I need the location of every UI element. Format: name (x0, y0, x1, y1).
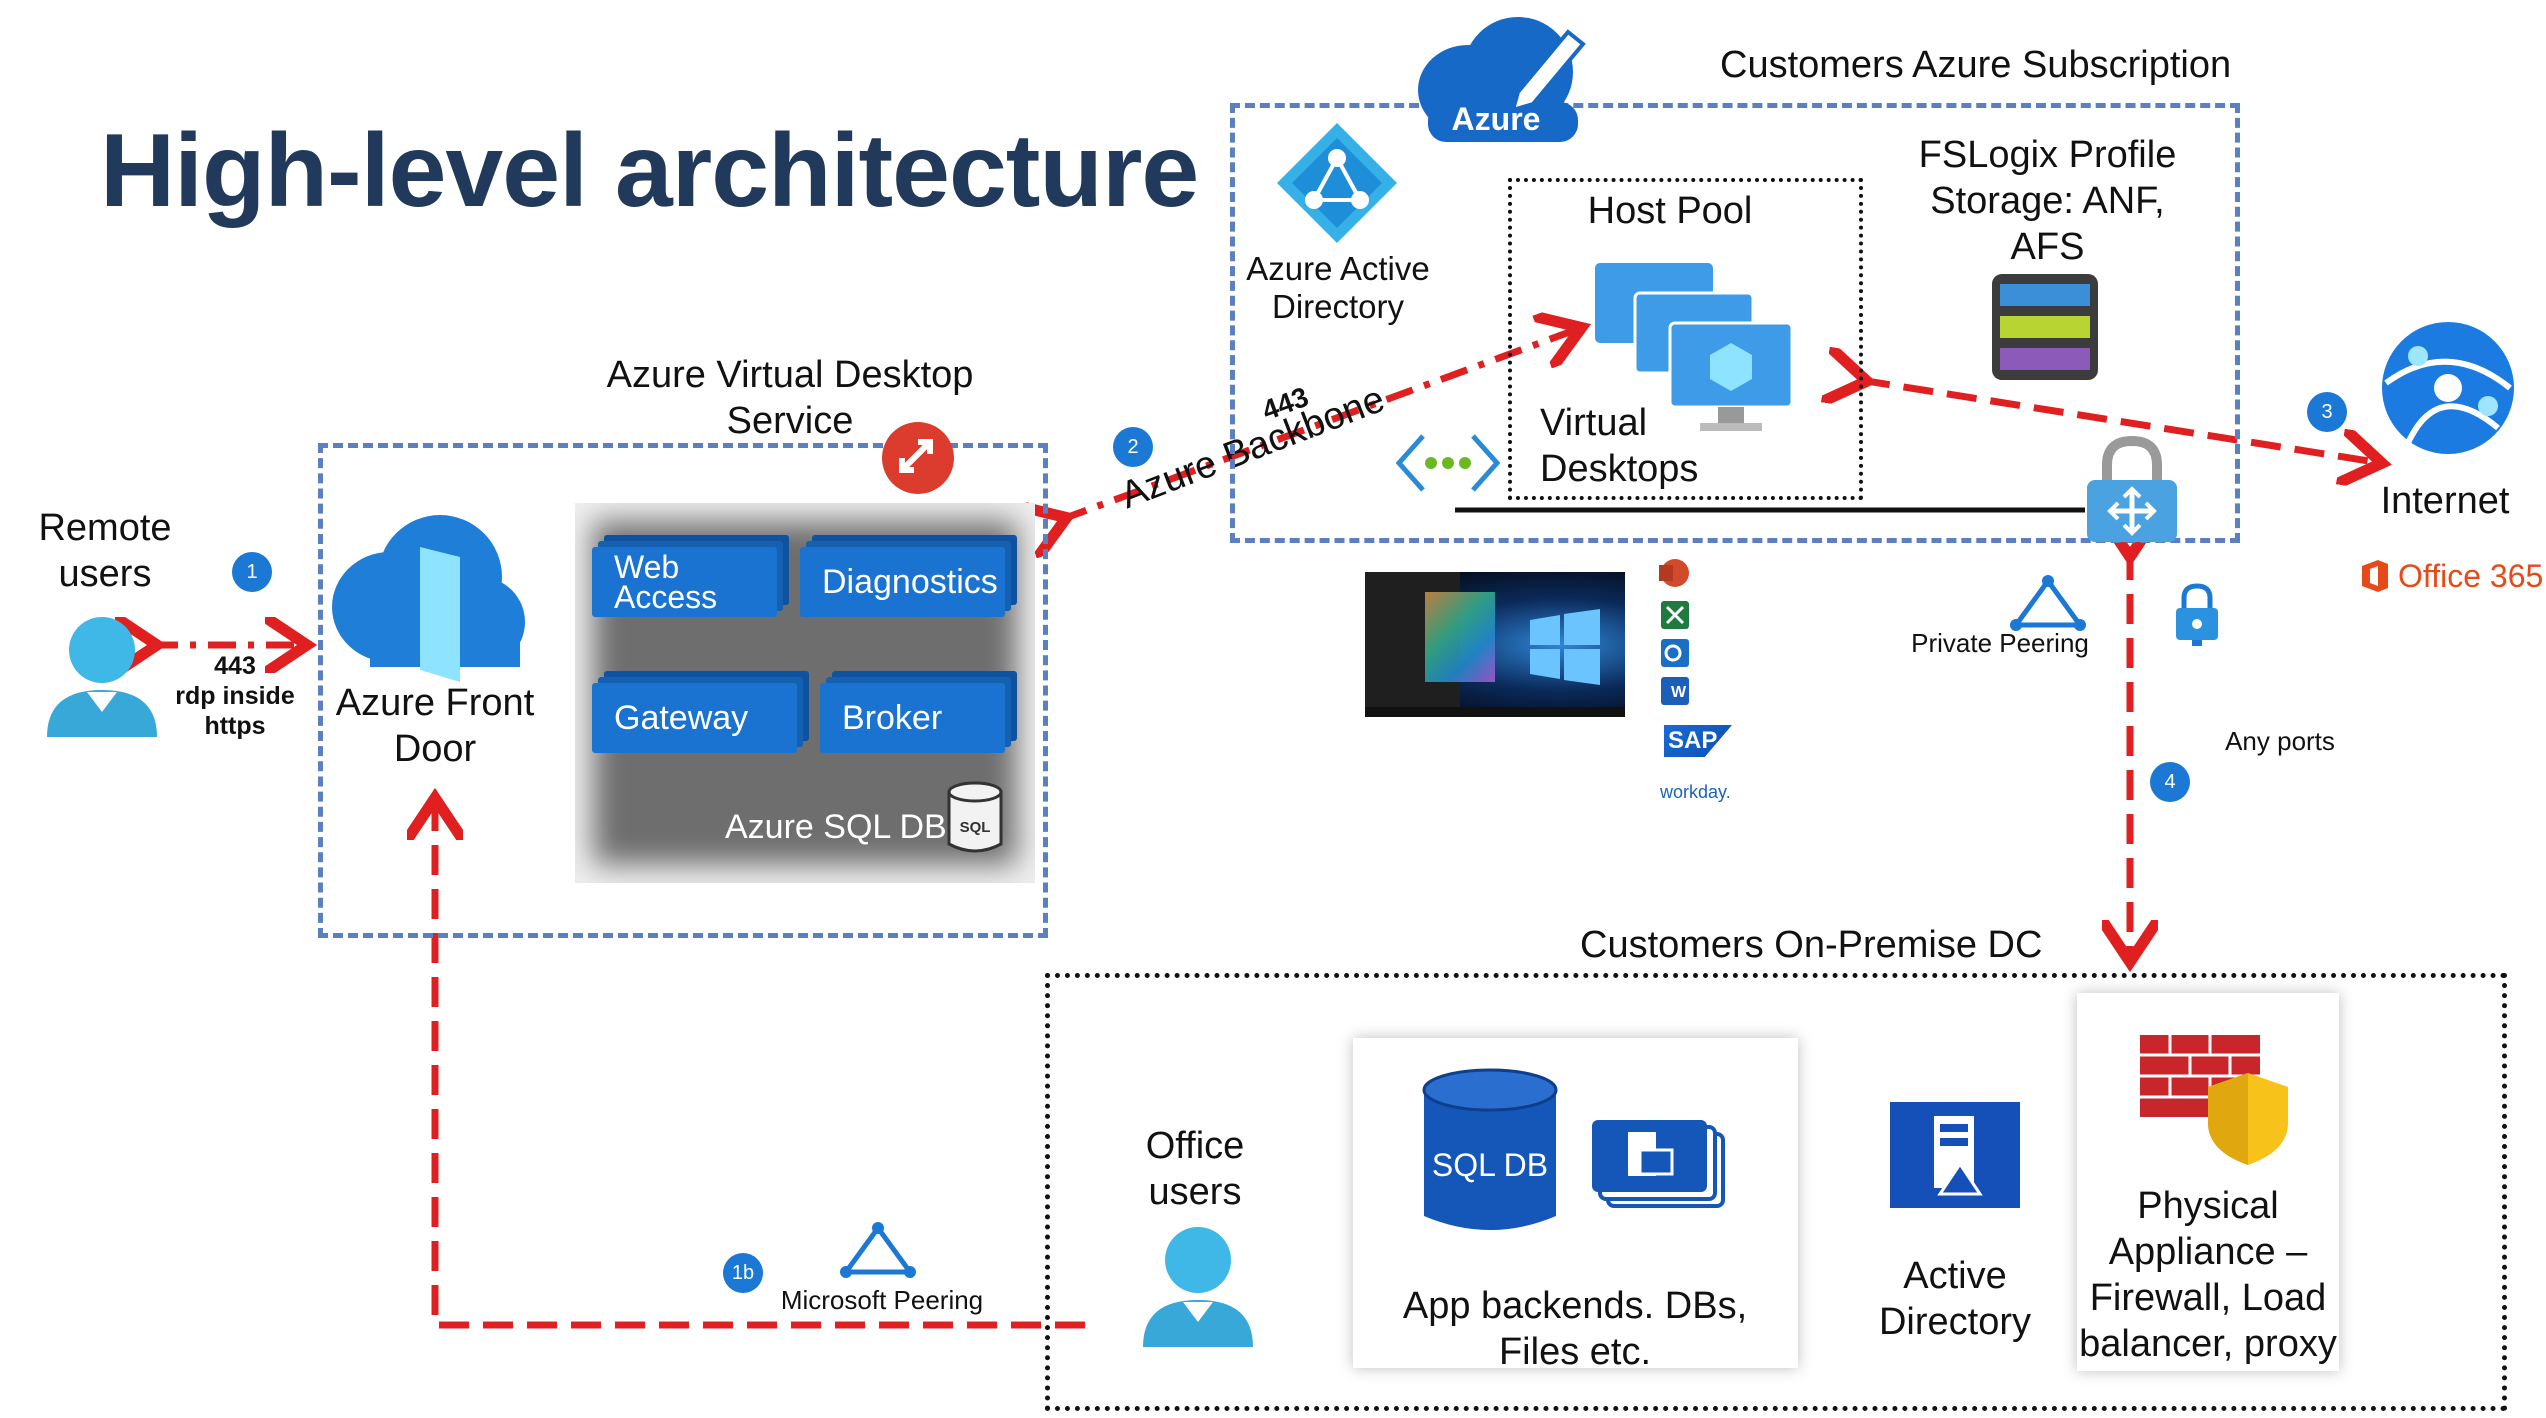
internet-label: Internet (2380, 480, 2510, 522)
azure-subscription-boundary (1230, 103, 2240, 543)
physical-appliance-label: Physical Appliance – Firewall, Load bala… (2079, 1185, 2337, 1365)
fslogix-label: FSLogix Profile Storage: ANF, AFS (1918, 134, 2177, 268)
lock-icon (2176, 583, 2218, 646)
avd-service-boundary (318, 443, 1048, 938)
web-access-label: Web Access (614, 549, 718, 615)
private-peering-icon (2010, 575, 2086, 631)
onprem-boundary (1045, 973, 2507, 1411)
storage-icon (1992, 274, 2098, 380)
sql-database-icon: SQL (947, 781, 1003, 853)
broker-label: Broker (842, 699, 943, 737)
active-directory-icon (1890, 1102, 2020, 1208)
microsoft-peering-label: Microsoft Peering (780, 1285, 984, 1315)
front-door-icon (332, 515, 525, 682)
private-peering-label: Private Peering (1911, 628, 2089, 658)
subscription-label: Customers Azure Subscription (1720, 44, 2232, 86)
avd-service-label: Azure Virtual Desktop Service (606, 354, 974, 442)
remote-user-icon (47, 617, 157, 737)
workday-logo: workday. (1660, 782, 1731, 802)
badge-2: 2 (1113, 427, 1153, 467)
broker-box: Broker (820, 683, 1005, 753)
aad-label: Azure Active Directory (1246, 250, 1430, 325)
remote-desktop-icon (882, 422, 954, 494)
badge-3: 3 (2307, 392, 2347, 432)
office365-label: Office 365 (2398, 558, 2544, 594)
remote-users-label: Remote users (38, 507, 172, 595)
vpn-gateway-icon (2087, 435, 2177, 542)
host-pool-boundary (1508, 178, 1863, 500)
sap-text: SAP (1668, 727, 1718, 754)
vnet-icon (1395, 434, 1501, 492)
firewall-icon (2140, 1035, 2288, 1165)
diagnostics-box: Diagnostics (800, 547, 1005, 617)
badge-1: 1 (232, 552, 272, 592)
rdp-https-label: https (204, 712, 266, 740)
microsoft-peering-connector (435, 805, 1085, 1329)
virtual-desktop-icon (1595, 263, 1794, 431)
diagnostics-label: Diagnostics (822, 563, 998, 601)
app-icons: W (1659, 559, 1689, 705)
web-access-box: Web Access (592, 547, 777, 617)
sql-db-text: SQL DB (1432, 1147, 1548, 1183)
page-title: High-level architecture (100, 113, 1199, 229)
badge-4: 4 (2150, 762, 2190, 802)
sql-db-icon: SQL DB (1422, 1068, 1558, 1230)
windows-desktop-image (1365, 572, 1625, 717)
azure-sql-db-label: Azure SQL DB (725, 808, 947, 846)
backbone-connector (1060, 330, 1575, 520)
onprem-label: Customers On-Premise DC (1580, 924, 2043, 966)
sql-icon-text: SQL (960, 819, 991, 836)
microsoft-peering-icon (840, 1222, 916, 1278)
office-users-label: Office users (1145, 1125, 1245, 1213)
office-user-icon (1143, 1227, 1253, 1347)
host-pool-label: Host Pool (1587, 190, 1753, 232)
gateway-label: Gateway (614, 699, 749, 737)
any-ports-label: Any ports (2225, 726, 2335, 756)
svg-text:W: W (1671, 684, 1687, 701)
active-directory-label: Active Directory (1878, 1255, 2032, 1343)
virtual-desktops-label: Virtual Desktops (1540, 402, 1699, 490)
front-door-label: Azure Front Door (335, 682, 535, 770)
azure-cloud-icon: Azure (1418, 17, 1586, 142)
badge-1b: 1b (723, 1253, 763, 1293)
azure-badge-text: Azure (1452, 101, 1541, 137)
rdp-inside-label: rdp inside (175, 682, 295, 710)
internet-icon (2382, 322, 2514, 454)
rdp-port-label: 443 (214, 652, 256, 680)
file-share-icon (1592, 1120, 1725, 1208)
azure-ad-icon (1277, 123, 1397, 243)
office365-icon (2362, 560, 2388, 592)
app-backends-label: App backends. DBs, Files etc. (1402, 1285, 1748, 1373)
gateway-box: Gateway (592, 683, 797, 753)
